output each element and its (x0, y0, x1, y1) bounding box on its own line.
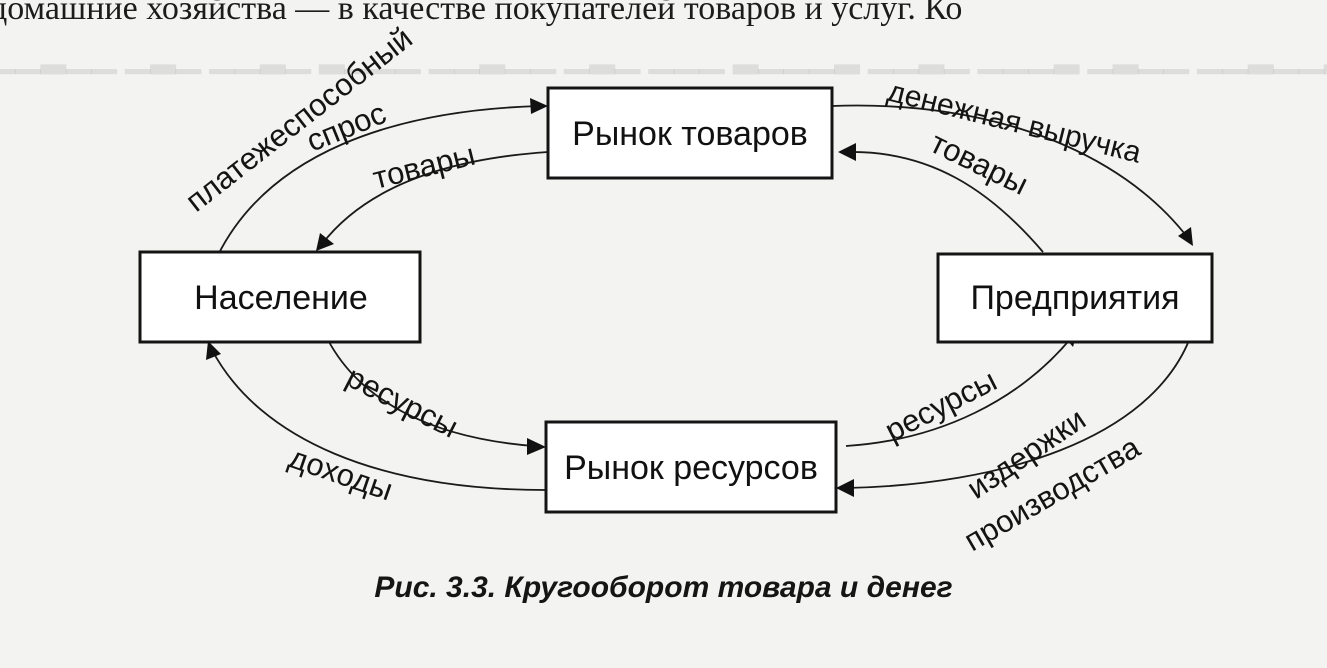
arrowhead-into-goods-market-left (530, 98, 548, 114)
edge-goods-market-to-population (321, 151, 549, 245)
label-goods-left: товары (369, 137, 478, 196)
edge-resources-market-to-population (211, 349, 546, 491)
node-resources-market: Рынок ресурсов (544, 420, 838, 514)
background-texture: ▁▁▂▁▁ ▁▂▁ ▁▁▂▁ ▂▁▁▁ ▁▁▂▁▁ ▁▂▁ ▁▁▁ ▂▁▁▁▂ … (0, 38, 1327, 74)
edge-resources-market-to-enterprises (845, 336, 1073, 447)
edge-enterprises-to-resources-market (845, 337, 1191, 489)
arrowhead-into-resources-market-right (836, 479, 854, 497)
node-enterprises: Предприятия (936, 252, 1214, 344)
edge-population-to-resources-market (327, 339, 535, 447)
edge-population-to-goods-market (211, 105, 541, 269)
node-goods-market: Рынок товаров (546, 86, 834, 180)
node-enterprises-label: Предприятия (970, 279, 1179, 317)
node-resources-market-label: Рынок ресурсов (564, 449, 818, 487)
node-population-label: Население (194, 279, 368, 317)
arrowhead-into-population-bottom (206, 341, 221, 360)
top-text-line: домашние хозяйства — в качестве покупате… (0, 0, 963, 27)
node-goods-market-label: Рынок товаров (572, 115, 808, 153)
label-income: доходы (285, 440, 398, 508)
connectors (211, 104, 1191, 491)
edge-goods-market-to-enterprises (831, 104, 1189, 239)
label-resources-right: ресурсы (879, 363, 1002, 449)
label-resources-left: ресурсы (341, 359, 464, 445)
arrowhead-into-goods-market-right (838, 143, 856, 161)
figure-caption: Рис. 3.3. Кругооборот товара и денег (374, 571, 953, 604)
edge-enterprises-to-goods-market (845, 151, 1044, 253)
label-money-revenue: денежная выручка (884, 75, 1145, 170)
arrowhead-into-resources-market-left (527, 438, 546, 455)
node-population: Население (138, 250, 422, 344)
arrowhead-into-enterprises-top (1178, 227, 1193, 246)
arrowhead-into-population-top (316, 233, 334, 251)
